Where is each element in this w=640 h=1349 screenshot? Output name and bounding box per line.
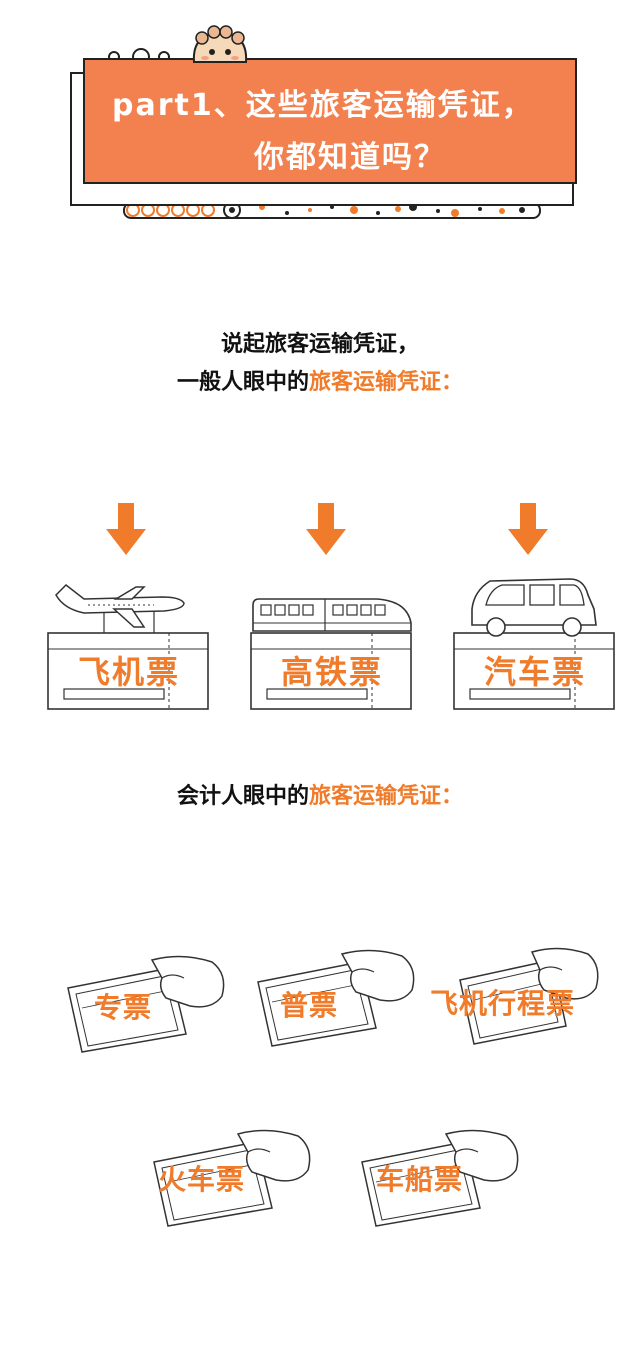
accountant-highlight: 旅客运输凭证： [309,784,464,809]
car-icon [453,578,615,710]
title-banner: part1、这些旅客运输凭证， 你都知道吗？ [0,0,640,230]
intro-line2: 一般人眼中的旅客运输凭证： [0,364,640,402]
hand-ticket-zhuanpiao: 专票 [62,948,232,1058]
hand-ticket-icon [361,1129,519,1227]
ticket-label: 普票 [280,989,339,1022]
banner-title-line2: 你都知道吗？ [254,140,446,175]
ticket-card-car: 汽车票 [450,575,620,715]
hand-ticket-icon [67,955,225,1053]
banner-box [83,58,577,184]
ticket-label: 火车票 [158,1163,246,1196]
ticket-label: 飞机票 [77,653,180,691]
ticket-label: 飞机行程票 [430,987,576,1020]
down-arrow-icon [306,503,346,555]
ticket-card-airplane: 飞机票 [44,575,214,715]
ticket-card-train: 高铁票 [247,575,417,715]
intro-line2-prefix: 一般人眼中的 [176,370,309,395]
hand-ticket-train: 火车票 [148,1122,318,1232]
airplane-icon [47,584,209,710]
ticket-label: 车船票 [376,1163,464,1196]
hand-ticket-icon [459,947,599,1045]
mascot-icon [192,25,248,63]
down-arrow-icon [106,503,146,555]
ticket-label: 高铁票 [280,653,383,691]
hand-ticket-icon [257,949,415,1047]
hand-ticket-flight-itinerary: 飞机行程票 [430,940,604,1050]
hand-ticket-vehicle-boat: 车船票 [356,1122,526,1232]
banner-title-line1: part1、这些旅客运输凭证， [112,88,534,123]
intro-line2-highlight: 旅客运输凭证： [309,370,464,395]
accountant-prefix: 会计人眼中的 [176,784,309,809]
intro-text: 说起旅客运输凭证， 一般人眼中的旅客运输凭证： [0,326,640,402]
ticket-label: 汽车票 [483,653,586,691]
accountant-line: 会计人眼中的旅客运输凭证： [0,778,640,810]
train-icon [250,598,412,710]
hand-ticket-icon [153,1129,311,1227]
ticket-label: 专票 [94,991,153,1024]
down-arrow-icon [508,503,548,555]
hand-ticket-putong: 普票 [252,942,422,1052]
intro-line1: 说起旅客运输凭证， [220,332,419,357]
